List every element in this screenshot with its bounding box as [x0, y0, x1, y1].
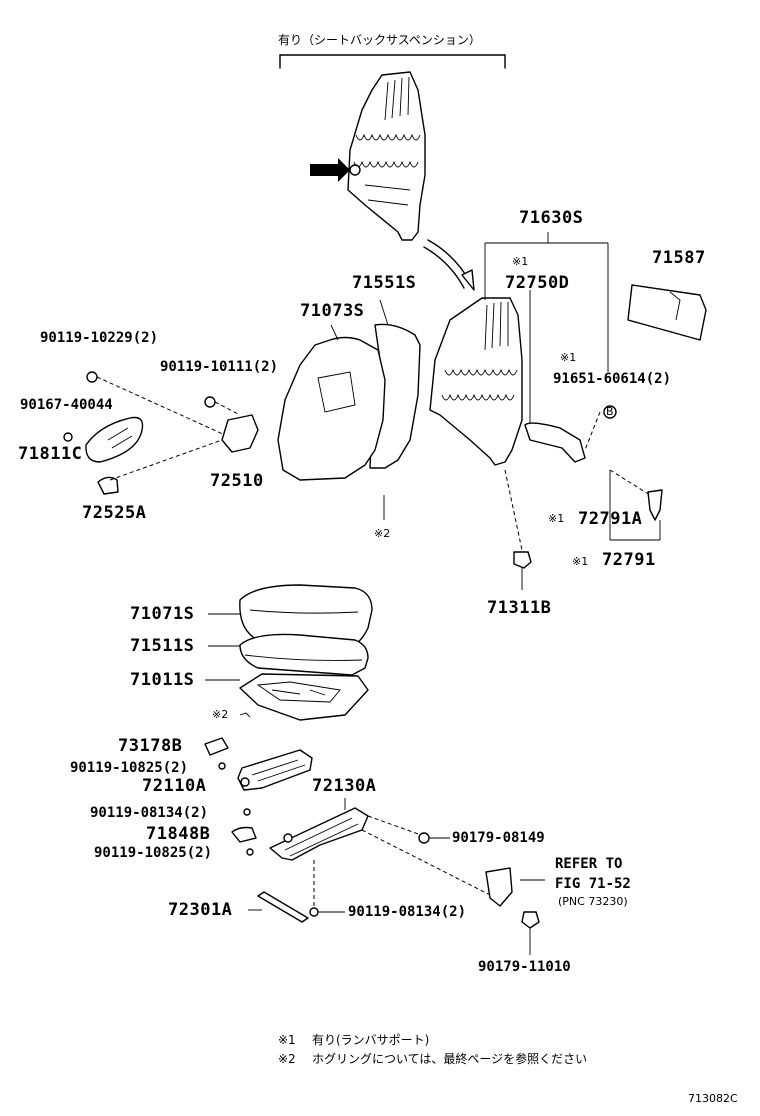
- note-mark-1: ※1: [548, 512, 565, 525]
- note-mark-2: ※2: [374, 527, 391, 540]
- part-label-90119-08134[interactable]: 90119-08134(2): [90, 805, 209, 821]
- part-label-91651-60614[interactable]: 91651-60614(2): [553, 371, 672, 387]
- pnc-reference: (PNC 73230): [558, 895, 628, 908]
- part-label-72791A[interactable]: 72791A: [578, 509, 643, 529]
- note-mark-1: ※1: [572, 555, 589, 568]
- part-label-71587[interactable]: 71587: [652, 248, 706, 268]
- seatback-pads: [277, 299, 421, 520]
- part-label-90119-10229[interactable]: 90119-10229(2): [40, 330, 159, 346]
- side-cover-parts: [63, 371, 259, 495]
- figure-code: 713082C: [688, 1092, 738, 1105]
- refer-to-text: REFER TO: [555, 856, 623, 872]
- part-label-71073S[interactable]: 71073S: [300, 301, 365, 321]
- part-label-90167-40044[interactable]: 90167-40044: [20, 397, 113, 413]
- part-label-90119-10111[interactable]: 90119-10111(2): [160, 359, 279, 375]
- variant-note: 有り（シートバックサスペンション）: [278, 33, 481, 47]
- lumbar-parts: [524, 405, 663, 541]
- part-label-90119-10825[interactable]: 90119-10825(2): [94, 845, 213, 861]
- part-label-71311B[interactable]: 71311B: [487, 598, 552, 618]
- figure-reference-link[interactable]: FIG 71-52: [555, 876, 631, 892]
- footnote-mark-2: ※2: [278, 1052, 296, 1066]
- reference-circle-b: B: [606, 405, 614, 418]
- seat-track-parts: [204, 737, 545, 955]
- part-label-72525A[interactable]: 72525A: [82, 503, 147, 523]
- part-label-72791[interactable]: 72791: [602, 550, 656, 570]
- note-mark-1: ※1: [512, 255, 529, 268]
- part-label-73178B[interactable]: 73178B: [118, 736, 183, 756]
- part-label-71071S[interactable]: 71071S: [130, 604, 195, 624]
- nut-71311B: [504, 469, 532, 590]
- note-mark-2: ※2: [212, 708, 229, 721]
- curved-arrow: [423, 239, 475, 291]
- part-label-90119-10825[interactable]: 90119-10825(2): [70, 760, 189, 776]
- suspension-frame-top: [310, 71, 426, 241]
- part-71587-pad: [627, 284, 707, 341]
- part-label-72301A[interactable]: 72301A: [168, 900, 233, 920]
- bracket-71630S: [484, 232, 609, 425]
- part-label-71811C[interactable]: 71811C: [18, 444, 83, 464]
- note-mark-1: ※1: [560, 351, 577, 364]
- header-bracket: [279, 54, 506, 69]
- footnote-text-2: ホグリングについては、最終ページを参照ください: [312, 1052, 588, 1066]
- part-label-71511S[interactable]: 71511S: [130, 636, 195, 656]
- part-label-71630S[interactable]: 71630S: [519, 208, 584, 228]
- part-label-71848B[interactable]: 71848B: [146, 824, 211, 844]
- part-label-72130A[interactable]: 72130A: [312, 776, 377, 796]
- part-label-71551S[interactable]: 71551S: [352, 273, 417, 293]
- part-label-90179-11010[interactable]: 90179-11010: [478, 959, 571, 975]
- part-label-72750D[interactable]: 72750D: [505, 273, 570, 293]
- part-label-90119-08134[interactable]: 90119-08134(2): [348, 904, 467, 920]
- seatback-frame: [429, 297, 523, 466]
- part-label-71011S[interactable]: 71011S: [130, 670, 195, 690]
- seat-cushion: [205, 584, 373, 721]
- footnote-text-1: 有り(ランバサポート): [312, 1033, 430, 1047]
- part-label-72510[interactable]: 72510: [210, 471, 264, 491]
- footnote-mark-1: ※1: [278, 1033, 296, 1047]
- part-label-72110A[interactable]: 72110A: [142, 776, 207, 796]
- part-label-90179-08149[interactable]: 90179-08149: [452, 830, 545, 846]
